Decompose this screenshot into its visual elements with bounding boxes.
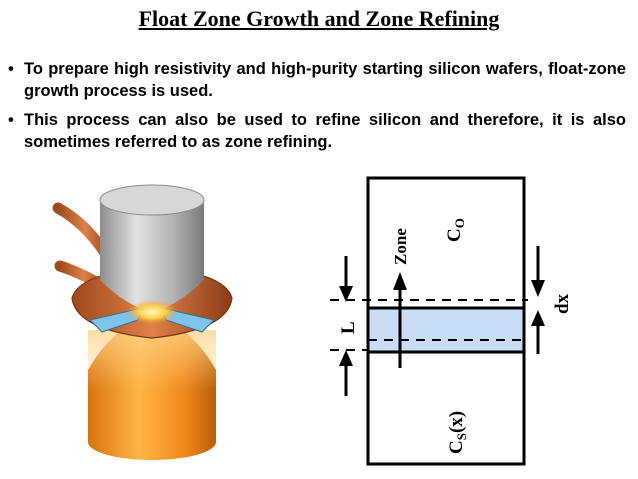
lower-rod-glow <box>88 330 216 390</box>
zone-arrow-head <box>393 272 407 290</box>
bullet-list: • To prepare high resistivity and high-p… <box>8 58 626 160</box>
upper-rod-top <box>99 184 205 216</box>
bullet-text: This process can also be used to refine … <box>24 111 626 151</box>
lower-crystal-rod <box>88 370 216 460</box>
bullet-marker: • <box>8 111 14 129</box>
dx-arrow-bottom-head <box>531 310 545 326</box>
float-zone-illustration <box>52 184 233 460</box>
c-s-label: CS(x) <box>446 411 469 454</box>
bullet-marker: • <box>8 60 14 78</box>
upper-feed-rod <box>100 200 204 312</box>
bullet-item: • To prepare high resistivity and high-p… <box>8 58 626 102</box>
dx-label: dx <box>552 293 573 314</box>
c-o-main: C <box>444 228 465 242</box>
slide-title: Float Zone Growth and Zone Refining <box>138 6 500 31</box>
c-o-subscript: O <box>452 218 467 228</box>
c-s-argument: (x) <box>446 411 467 433</box>
l-label: L <box>338 321 359 334</box>
l-arrow-bottom-head <box>339 350 353 366</box>
bullet-item: • This process can also be used to refin… <box>8 109 626 153</box>
zone-label: Zone <box>391 228 410 265</box>
l-arrow-top-head <box>339 286 353 302</box>
zone-refining-schematic: Zone CO CS(x) L dx <box>330 176 573 466</box>
molten-zone-glow <box>126 300 178 324</box>
c-o-label: CO <box>444 218 467 242</box>
bullet-text: To prepare high resistivity and high-pur… <box>24 60 626 100</box>
c-s-subscript: S <box>454 433 469 440</box>
molten-zone-band <box>366 306 526 354</box>
dx-arrow-top-head <box>531 280 545 297</box>
c-s-main: C <box>446 440 467 454</box>
